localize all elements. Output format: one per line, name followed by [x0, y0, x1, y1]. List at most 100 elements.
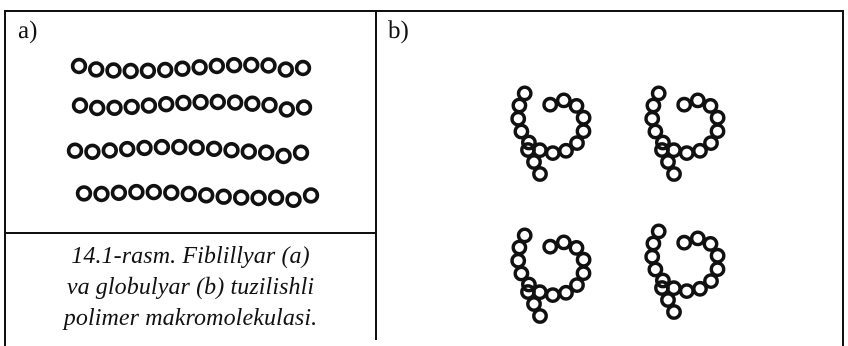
coil-bead: [678, 283, 695, 299]
chain-bead: [277, 61, 294, 78]
chain-bead: [106, 99, 123, 117]
chain-bead: [128, 183, 145, 201]
coil-bead: [702, 235, 719, 252]
coil-bead: [647, 261, 664, 278]
chain-bead: [158, 95, 175, 113]
caption-divider: [6, 232, 375, 234]
chain-bead: [157, 61, 174, 79]
coil-bead: [655, 272, 671, 289]
caption-line-3: polimer makromolekulasi.: [63, 305, 318, 331]
polymer-chain: [75, 183, 320, 209]
chain-bead: [208, 57, 226, 75]
coil-bead: [644, 248, 661, 265]
coil-bead: [709, 109, 726, 126]
coil-bead: [692, 280, 708, 297]
chain-bead: [244, 95, 261, 112]
coil-bead: [645, 97, 662, 114]
chain-bead: [136, 139, 153, 157]
chain-bead: [261, 96, 278, 114]
chain-bead: [226, 94, 244, 111]
coil-bead: [666, 166, 682, 182]
coil-bead: [650, 223, 667, 240]
coil-bead: [521, 276, 537, 293]
chain-bead: [75, 185, 93, 202]
chain-bead: [275, 147, 292, 165]
globule-coil: [644, 223, 726, 320]
chain-bead: [174, 60, 191, 77]
coil-bead: [575, 123, 592, 140]
chain-bead: [139, 62, 157, 80]
coil-bead: [516, 85, 533, 102]
coil-bead: [569, 277, 585, 293]
coil-bead: [575, 251, 592, 268]
coil-bead: [703, 273, 719, 289]
coil-bead: [660, 154, 676, 170]
coil-bead: [575, 109, 592, 126]
coil-bead: [703, 135, 719, 152]
coil-bead: [709, 247, 726, 264]
coil-bead: [676, 96, 693, 113]
globule-coil: [644, 85, 726, 182]
coil-bead: [558, 142, 574, 159]
coil-bead: [510, 110, 527, 127]
chain-bead: [278, 101, 295, 118]
chain-bead: [175, 94, 192, 112]
figure-drawing: [66, 56, 726, 324]
chain-bead: [84, 143, 101, 161]
coil-bead: [678, 145, 695, 162]
chain-bead: [171, 138, 188, 156]
coil-bead: [542, 96, 559, 113]
coil-bead: [521, 134, 537, 151]
coil-bead: [689, 92, 706, 109]
chain-bead: [71, 97, 89, 114]
chain-bead: [153, 138, 171, 156]
coil-bead: [513, 265, 530, 282]
coil-bead: [516, 227, 533, 244]
chain-bead: [240, 143, 258, 160]
chain-bead: [105, 62, 122, 79]
coil-bead: [645, 235, 662, 252]
coil-bead: [660, 292, 676, 308]
chain-bead: [118, 140, 136, 158]
chain-bead: [87, 61, 105, 78]
chain-bead: [180, 185, 198, 203]
chain-bead: [292, 144, 310, 161]
coil-bead: [511, 239, 528, 256]
chain-bead: [145, 183, 163, 201]
chain-bead: [110, 184, 128, 202]
coil-bead: [702, 98, 719, 114]
chain-bead: [123, 98, 140, 116]
coil-bead: [569, 135, 585, 152]
chain-bead: [233, 189, 250, 206]
coil-bead: [542, 238, 559, 255]
panel-a-label: a): [18, 17, 38, 44]
chain-bead: [188, 139, 205, 156]
coil-bead: [558, 284, 574, 301]
chain-bead: [243, 56, 260, 74]
coil-bead: [510, 252, 527, 269]
panel-b-label: b): [388, 17, 409, 44]
caption-line-2: va globulyar (b) tuzilishli: [66, 274, 315, 300]
chain-bead: [209, 93, 227, 111]
coil-bead: [647, 123, 664, 140]
coil-bead: [654, 280, 670, 296]
globule-coil: [510, 227, 592, 324]
coil-bead: [568, 239, 585, 256]
chain-bead: [66, 142, 84, 159]
coil-bead: [692, 142, 708, 159]
coil-bead: [544, 287, 561, 303]
coil-bead: [568, 98, 585, 114]
coil-bead: [654, 142, 670, 158]
coil-bead: [709, 123, 726, 140]
coil-bead: [532, 166, 548, 182]
chain-bead: [285, 191, 302, 209]
caption-line-1: 14.1-rasm. Fiblillyar (a): [71, 243, 310, 269]
coil-bead: [555, 92, 572, 109]
coil-bead: [526, 154, 542, 170]
chain-bead: [101, 142, 119, 159]
figure-frame: [4, 10, 844, 346]
chain-bead: [70, 57, 88, 75]
chain-bead: [205, 140, 223, 158]
chain-bead: [302, 187, 320, 204]
chain-bead: [223, 142, 240, 159]
